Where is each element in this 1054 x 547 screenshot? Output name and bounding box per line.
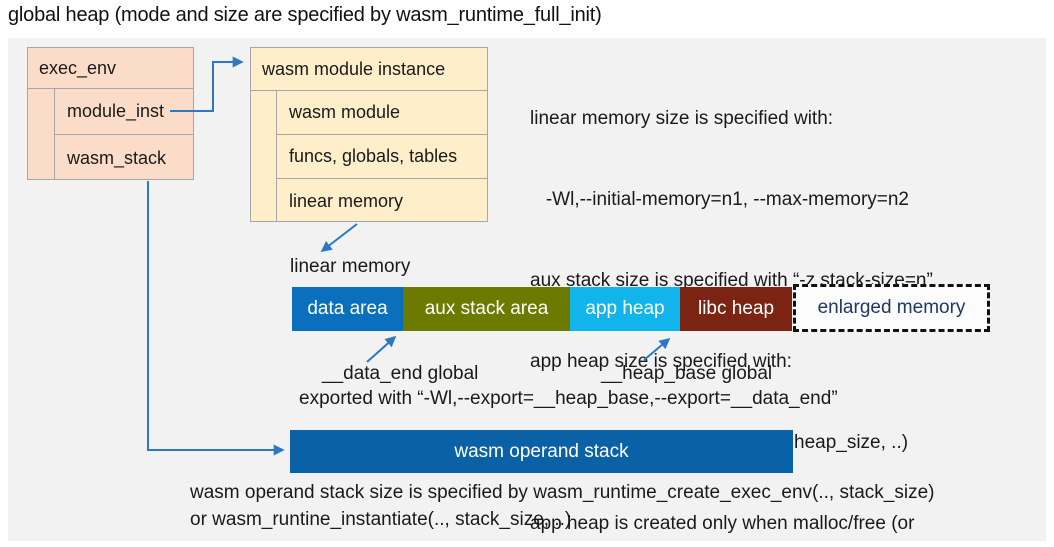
heap-base-label: __heap_base global — [601, 363, 773, 384]
exec-env-box: exec_env module_inst wasm_stack — [27, 47, 194, 180]
module-instance-box: wasm module instance wasm module funcs, … — [250, 47, 488, 222]
operand-stack-label: wasm operand stack — [454, 440, 629, 462]
segment-libc-heap: libc heap — [680, 287, 792, 331]
data-end-label: __data_end global — [322, 363, 479, 384]
exec-env-row-wasm-stack: wasm_stack — [67, 147, 167, 168]
exported-label: exported with “-Wl,--export=__heap_base,… — [299, 388, 838, 409]
page-title: global heap (mode and size are specified… — [8, 4, 602, 26]
module-instance-row-linear-memory: linear memory — [289, 190, 404, 211]
module-instance-row-funcs-globals-tables: funcs, globals, tables — [277, 135, 487, 179]
note-line: -Wl,--initial-memory=n1, --max-memory=n2 — [530, 189, 909, 210]
module-instance-rows: wasm module funcs, globals, tables linea… — [276, 91, 487, 222]
module-instance-title: wasm module instance — [251, 48, 487, 91]
note-line: app heap is created only when malloc/fre… — [530, 513, 915, 534]
segment-aux-stack-area: aux stack area — [403, 287, 570, 331]
exec-env-title: exec_env — [28, 48, 193, 89]
segment-data-area: data area — [292, 287, 403, 331]
segment-app-heap: app heap — [570, 287, 680, 331]
bottom-note-line: wasm operand stack size is specified by … — [190, 482, 935, 503]
exec-env-row-module-inst: module_inst — [55, 89, 193, 135]
enlarged-memory-box: enlarged memory — [793, 284, 990, 332]
bottom-note-line: or wasm_runtine_instantiate(.., stack_si… — [190, 509, 572, 530]
memory-bar: data area aux stack area app heap libc h… — [292, 287, 792, 331]
exec-env-rows: module_inst wasm_stack — [54, 89, 193, 180]
note-line: linear memory size is specified with: — [530, 108, 834, 129]
module-instance-row-wasm-module: wasm module — [277, 91, 487, 135]
bottom-note: wasm operand stack size is specified by … — [190, 479, 935, 533]
operand-stack-box: wasm operand stack — [290, 430, 793, 473]
linear-memory-label: linear memory — [290, 256, 411, 277]
note-line: app heap size is specified with: — [530, 351, 792, 372]
